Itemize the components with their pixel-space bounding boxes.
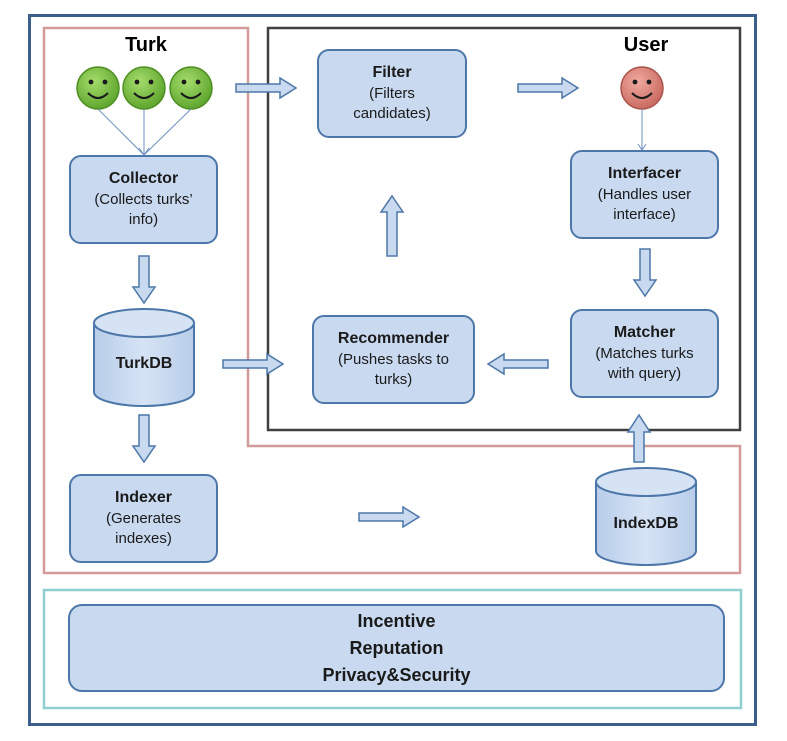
arrow-faces-to-filter — [235, 76, 298, 100]
matcher-box: Matcher (Matches turks with query) — [570, 309, 719, 398]
collector-box: Collector (Collects turks’ info) — [69, 155, 218, 244]
indexdb-cylinder — [595, 467, 697, 566]
matcher-desc: (Matches turks with query) — [595, 345, 694, 383]
turk-region-outline — [42, 26, 742, 575]
collector-desc: (Collects turks’ info) — [94, 191, 193, 229]
turk-face-icon-1 — [76, 66, 120, 110]
recommender-title: Recommender — [337, 330, 450, 348]
recommender-box: Recommender (Pushes tasks to turks) — [312, 315, 475, 404]
turk-face-icon-3 — [169, 66, 213, 110]
matcher-title: Matcher — [613, 324, 676, 342]
user-face-icon — [620, 66, 664, 110]
turk-region-title: Turk — [125, 34, 167, 56]
collector-title: Collector — [108, 170, 179, 188]
user-face-connector — [637, 109, 647, 151]
arrow-turkdb-to-recommender — [222, 352, 285, 376]
arrow-collector-to-turkdb — [131, 255, 157, 305]
filter-title: Filter — [372, 64, 412, 82]
incentive-label: Incentive — [357, 610, 436, 631]
user-region-outline — [266, 26, 742, 432]
outer-frame — [28, 14, 757, 726]
user-region-title: User — [623, 34, 669, 56]
interfacer-box: Interfacer (Handles user interface) — [570, 150, 719, 239]
arrow-turkdb-to-indexer — [131, 414, 157, 464]
recommender-desc: (Pushes tasks to turks) — [338, 351, 449, 389]
turkdb-cylinder — [93, 308, 195, 407]
indexer-box: Indexer (Generates indexes) — [69, 474, 218, 563]
arrow-matcher-to-recommender — [486, 352, 549, 376]
turk-face-icon-2 — [122, 66, 166, 110]
indexdb-label: IndexDB — [613, 515, 679, 532]
interfacer-title: Interfacer — [608, 165, 681, 183]
interfacer-desc: (Handles user interface) — [597, 186, 692, 224]
arrow-indexdb-to-matcher — [626, 413, 652, 463]
arrow-recommender-to-filter — [379, 194, 405, 257]
arrow-indexer-to-indexdb — [358, 505, 421, 529]
indexer-title: Indexer — [115, 489, 172, 507]
bottom-services-box: Incentive Reputation Privacy&Security — [68, 604, 725, 692]
arrow-filter-to-user — [517, 76, 580, 100]
turk-face-connectors — [97, 108, 192, 156]
filter-desc: (Filters candidates) — [353, 85, 431, 123]
filter-box: Filter (Filters candidates) — [317, 49, 467, 138]
turkdb-label: TurkDB — [115, 355, 173, 372]
bottom-region-outline — [42, 588, 743, 710]
privacy-security-label: Privacy&Security — [322, 664, 471, 685]
reputation-label: Reputation — [349, 637, 444, 658]
arrow-interfacer-to-matcher — [632, 248, 658, 298]
indexer-desc: (Generates indexes) — [105, 510, 182, 548]
